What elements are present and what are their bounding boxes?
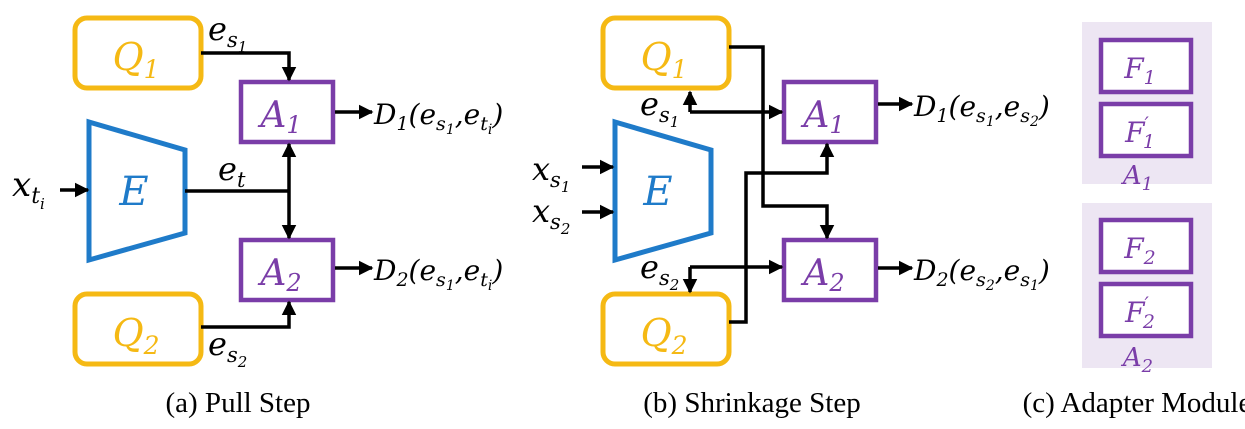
pull-queue-q2-label: Q2 <box>112 311 159 360</box>
shrink-d2-label: D2(es2,es1) <box>913 254 1050 294</box>
module-f1-label: F1 <box>1123 52 1156 89</box>
module-caption: (c) Adapter Module <box>1023 387 1245 419</box>
shrink-adapter-a1-label: A1 <box>800 95 844 139</box>
module-f2-box <box>1098 217 1194 275</box>
shrink-queue-q2-box <box>600 291 732 367</box>
pull-step-panel: Q1 Q2 A1 A2 E xti es1 et es2 D1(es1,eti)… <box>12 10 503 419</box>
shrink-queue-q1-box <box>600 15 732 91</box>
shrink-input-xs2-label: xs2 <box>532 192 570 238</box>
pull-adapter-a2-label: A2 <box>257 253 301 297</box>
shrink-adapter-a2-label: A2 <box>800 253 844 297</box>
pull-input-label: xti <box>12 165 45 213</box>
pull-et-label: et <box>218 150 246 192</box>
pull-es1-arrow <box>201 51 297 82</box>
pull-encoder-label: E <box>118 169 148 215</box>
shrink-es1-label: es1 <box>640 85 679 131</box>
shrink-q2-to-a1-arrow <box>729 142 835 324</box>
pull-d1-label: D1(es1,eti) <box>373 98 503 138</box>
shrink-queue-q2-label: Q2 <box>640 311 687 360</box>
pull-es2-label: es2 <box>208 325 247 371</box>
pull-es1-label: es1 <box>208 10 247 56</box>
module-a2-caption: A2 <box>1121 343 1153 377</box>
shrink-input-xs1-label: xs1 <box>532 150 570 196</box>
shrink-caption: (b) Shrinkage Step <box>643 387 860 419</box>
pull-queue-q1-label: Q1 <box>112 35 159 84</box>
pull-encoder-shape <box>86 118 188 264</box>
module-f1-prime-box <box>1098 101 1194 159</box>
shrink-d1-label: D1(es1,es2) <box>913 90 1050 130</box>
pull-caption: (a) Pull Step <box>166 387 311 419</box>
adapter-module-panel: F1 F′1 A1 F2 F′2 A2 (c) Adapter Module <box>1023 22 1245 419</box>
pull-d2-label: D2(es1,eti) <box>373 254 503 294</box>
module-a1-caption: A1 <box>1121 161 1153 195</box>
shrink-adapter-a2-box <box>781 237 879 303</box>
pull-adapter-a2-box <box>238 237 336 303</box>
shrinkage-step-panel: Q1 Q2 A1 A2 E xs1 xs2 es1 es2 D1(es1,es2… <box>532 15 1050 419</box>
module-f2-prime-box <box>1098 281 1194 339</box>
shrink-queue-q1-label: Q1 <box>640 35 687 84</box>
pull-adapter-a1-label: A1 <box>257 95 301 139</box>
shrink-es2-label: es2 <box>640 248 679 294</box>
pull-es2-arrow <box>201 300 297 329</box>
pull-adapter-a1-box <box>238 79 336 145</box>
module-f2-label: F2 <box>1123 232 1156 269</box>
module-f2-prime-label: F′2 <box>1124 293 1155 333</box>
shrink-encoder-label: E <box>642 169 672 215</box>
shrink-adapter-a1-box <box>781 79 879 145</box>
shrink-encoder-shape <box>612 118 714 264</box>
pull-queue-q2-box <box>72 291 204 367</box>
shrink-q1-to-a2-arrow <box>729 45 835 240</box>
module-f1-prime-label: F′1 <box>1124 113 1155 153</box>
module-f1-box <box>1098 37 1194 95</box>
